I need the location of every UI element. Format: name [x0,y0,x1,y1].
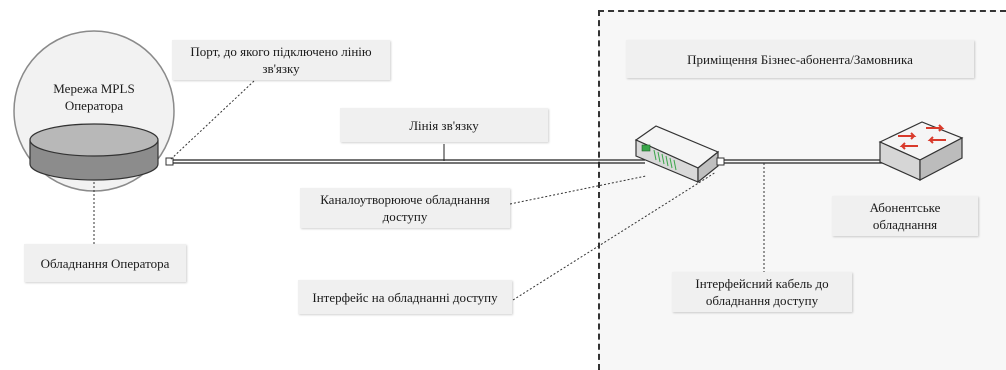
subscriber-switch-icon [878,121,964,181]
interface-cable-label: Інтерфейсний кабель до обладнання доступ… [672,272,852,312]
port-text: Порт, до якого підключено лінію зв'язку [190,44,372,76]
channel-equipment-text: Каналоутворююче обладнання доступу [320,192,490,224]
subscriber-equipment-text: Абонентське обладнання [869,200,941,232]
link-line-text: Лінія зв'язку [409,117,479,133]
premises-label: Приміщення Бізнес-абонента/Замовника [626,40,974,78]
access-interface-label: Інтерфейс на обладнанні доступу [298,280,512,314]
port-label: Порт, до якого підключено лінію зв'язку [172,40,390,80]
diagram-graphics [13,30,964,301]
network-diagram: Мережа MPLS Оператора Порт, до якого під… [13,10,1006,370]
subscriber-equipment-label: Абонентське обладнання [832,196,978,236]
access-interface-port-icon [716,157,725,166]
access-equipment-icon [634,125,720,184]
interface-cable-text: Інтерфейсний кабель до обладнання доступ… [695,276,829,308]
leader-lines [93,80,765,301]
operator-equipment-icon [29,123,159,181]
mpls-network-label: Мережа MPLS Оператора [36,78,152,116]
access-interface-text: Інтерфейс на обладнанні доступу [312,289,498,305]
operator-equipment-text: Обладнання Оператора [40,255,170,271]
channel-equipment-label: Каналоутворююче обладнання доступу [300,188,510,228]
mpls-network-text: Мережа MPLS Оператора [53,81,135,113]
operator-equipment-label: Обладнання Оператора [24,244,186,282]
premises-text: Приміщення Бізнес-абонента/Замовника [687,51,913,67]
port-icon [165,157,174,166]
link-line-label: Лінія зв'язку [340,108,548,142]
